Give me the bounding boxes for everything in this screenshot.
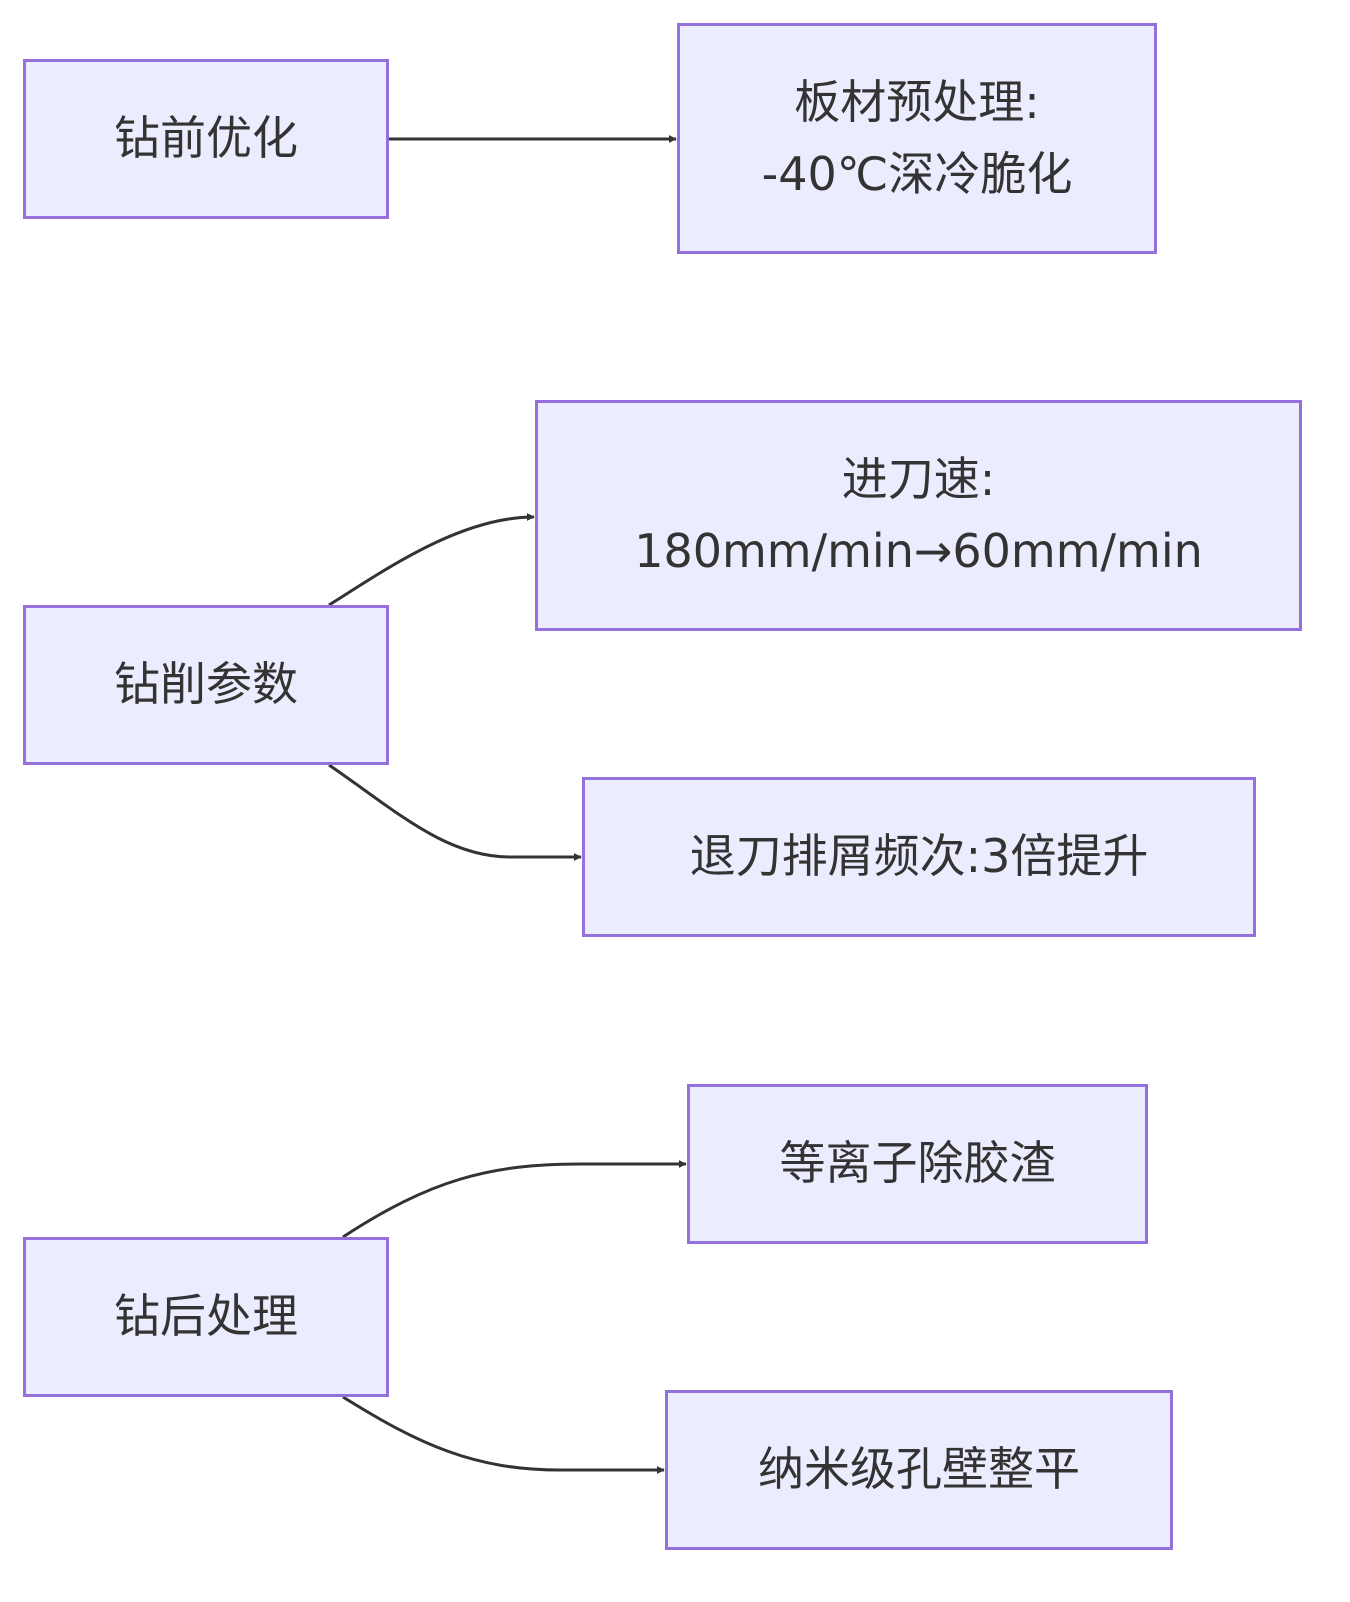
node-label-line: 钻前优化 xyxy=(114,111,298,166)
node-label: 纳米级孔壁整平 xyxy=(758,1434,1080,1505)
node-label: 退刀排屑频次:3倍提升 xyxy=(690,821,1149,892)
edge-drilling-to-feed-speed xyxy=(328,513,535,607)
node-label-line: 钻削参数 xyxy=(114,657,298,712)
edge-drilling-to-retract-frequency xyxy=(328,763,582,861)
node-label-line: 纳米级孔壁整平 xyxy=(758,1442,1080,1497)
node-label-line: 180mm/min→60mm/min xyxy=(634,523,1203,578)
node-label: 钻前优化 xyxy=(114,103,298,174)
node-plasma-desmear: 等离子除胶渣 xyxy=(687,1084,1148,1244)
node-drilling-parameters: 钻削参数 xyxy=(23,605,389,765)
node-label-line: 进刀速: xyxy=(841,452,996,507)
node-label-line: 退刀排屑频次:3倍提升 xyxy=(689,829,1149,884)
node-feed-speed: 进刀速: 180mm/min→60mm/min xyxy=(535,400,1302,631)
node-board-pretreatment: 板材预处理: -40℃深冷脆化 xyxy=(677,23,1157,254)
node-retract-frequency: 退刀排屑频次:3倍提升 xyxy=(582,777,1256,937)
node-nano-wall-leveling: 纳米级孔壁整平 xyxy=(665,1390,1173,1550)
edge-post-drill-to-nano-leveling xyxy=(342,1395,665,1474)
node-pre-drill-optimization: 钻前优化 xyxy=(23,59,389,219)
node-label-line: 等离子除胶渣 xyxy=(779,1136,1056,1191)
node-label-line: 板材预处理: xyxy=(794,75,1040,130)
node-label: 等离子除胶渣 xyxy=(780,1128,1056,1199)
node-label: 钻后处理 xyxy=(114,1281,298,1352)
node-label-line: -40℃深冷脆化 xyxy=(761,146,1073,201)
node-label: 板材预处理: -40℃深冷脆化 xyxy=(762,67,1073,210)
node-label-line: 钻后处理 xyxy=(114,1289,298,1344)
node-label: 钻削参数 xyxy=(114,649,298,720)
node-label: 进刀速: 180mm/min→60mm/min xyxy=(634,444,1203,587)
node-post-drill-treatment: 钻后处理 xyxy=(23,1237,389,1397)
edge-post-drill-to-plasma xyxy=(342,1160,687,1239)
